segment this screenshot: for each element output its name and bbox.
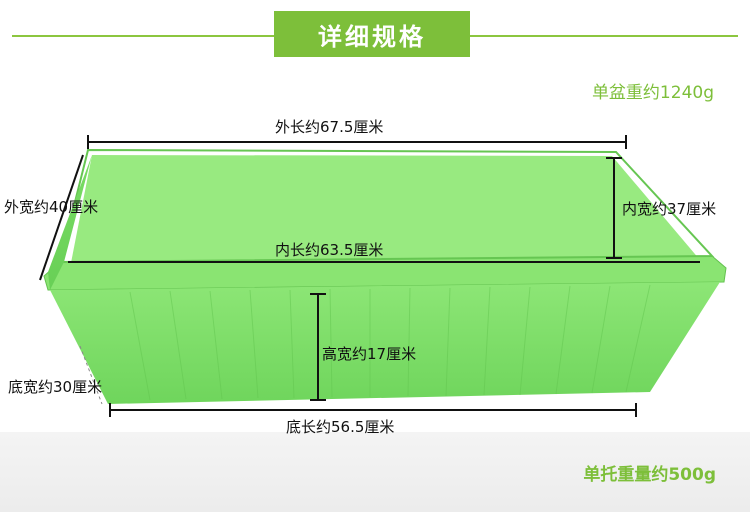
tray-weight-label: 单托重量约500g: [583, 465, 716, 485]
header-rule-left: [12, 35, 274, 37]
height-label: 高宽约17厘米: [322, 345, 417, 363]
floor-background: [0, 432, 750, 512]
tray-ribs: [129, 284, 651, 401]
header-rule-right: [470, 35, 738, 37]
single-weight-label: 单盆重约1240g: [591, 83, 714, 103]
spec-title: 详细规格: [274, 11, 470, 57]
bottom-width-label: 底宽约30厘米: [8, 378, 103, 396]
outer-length-label: 外长约67.5厘米: [275, 118, 384, 136]
bottom-length-label: 底长约56.5厘米: [286, 418, 395, 436]
bottom-width-line: [79, 345, 103, 405]
outer-width-label: 外宽约40厘米: [4, 198, 99, 216]
tray-front-wall: [50, 282, 720, 404]
dimension-lines: [39, 135, 700, 417]
tray-inner-back: [70, 155, 700, 268]
inner-width-label: 内宽约37厘米: [622, 200, 717, 218]
tray-left-wall: [48, 155, 92, 290]
inner-length-label: 内长约63.5厘米: [275, 241, 384, 259]
